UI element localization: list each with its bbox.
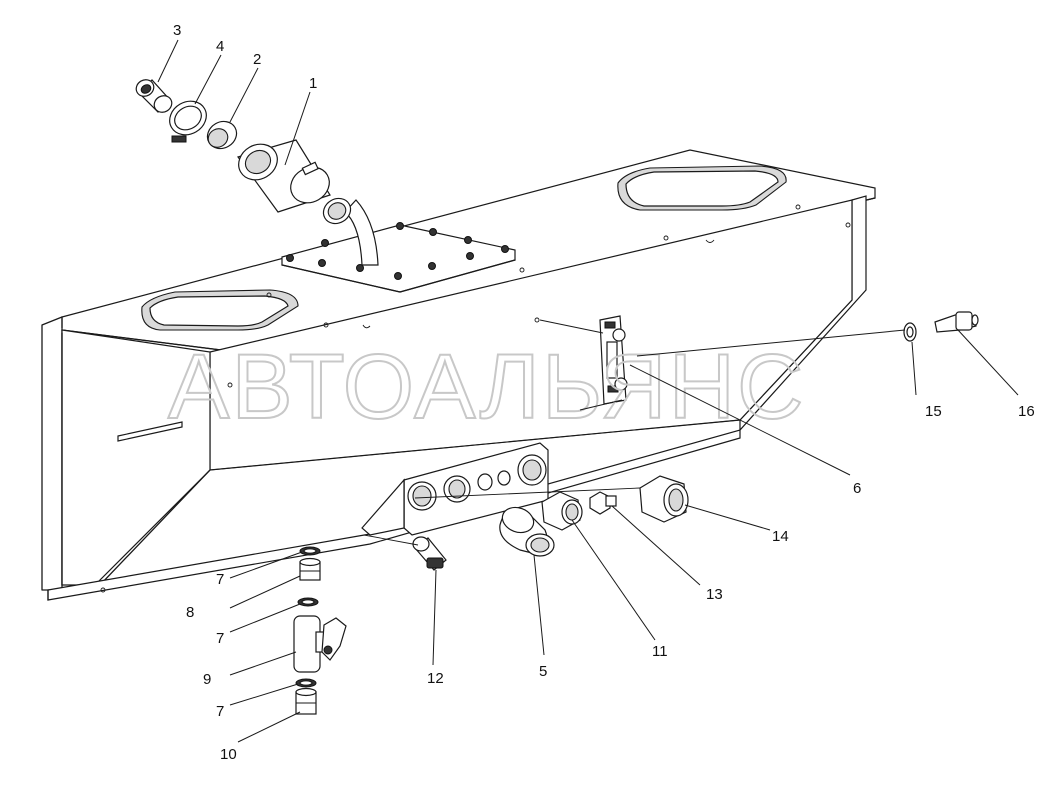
bolt-icon	[429, 228, 437, 236]
callout-6: 6	[853, 480, 861, 497]
callout-14: 14	[772, 528, 789, 545]
callout-10: 10	[220, 746, 237, 763]
drain-valve-stack	[293, 546, 347, 715]
callout-7c: 7	[216, 703, 224, 720]
bolt-icon	[466, 252, 474, 260]
callout-13: 13	[706, 586, 723, 603]
part-16-fitting	[934, 311, 979, 333]
callout-3: 3	[173, 22, 181, 39]
callout-2: 2	[253, 51, 261, 68]
bolt-icon	[286, 254, 294, 262]
bolt-icon	[464, 236, 472, 244]
bolt-icon	[396, 222, 404, 230]
part-14-plug	[639, 475, 689, 523]
callout-7b: 7	[216, 630, 224, 647]
callouts: 1 2 3 4 5 6 7 7 7 8 9 10 11 12 13 14 15 …	[173, 22, 1035, 763]
callout-8: 8	[186, 604, 194, 621]
filler-neck-pipe	[237, 139, 379, 266]
bolt-icon	[356, 264, 364, 272]
part-4-clamp	[169, 100, 207, 143]
leader-lines	[157, 39, 1019, 743]
part-3-cap	[135, 79, 173, 113]
part-5-elbow	[499, 506, 555, 557]
callout-15: 15	[925, 403, 942, 420]
callout-1: 1	[309, 75, 317, 92]
level-gauge	[599, 315, 628, 405]
bolt-icon	[318, 259, 326, 267]
bolt-icon	[501, 245, 509, 253]
callout-12: 12	[427, 670, 444, 687]
callout-7a: 7	[216, 571, 224, 588]
bolt-icon	[394, 272, 402, 280]
bolt-icon	[321, 239, 329, 247]
bolt-icon	[428, 262, 436, 270]
part-12-elbow	[412, 536, 447, 571]
part-2-sleeve	[206, 120, 238, 150]
part-15-ring	[903, 322, 917, 342]
callout-9: 9	[203, 671, 211, 688]
filler-cover-plate	[281, 222, 516, 293]
callout-5: 5	[539, 663, 547, 680]
fittings-bracket	[361, 442, 549, 536]
callout-4: 4	[216, 38, 224, 55]
watermark-text: АВТОАЛЬЯНС	[168, 336, 806, 438]
callout-16: 16	[1018, 403, 1035, 420]
part-13-union	[589, 491, 617, 515]
callout-11: 11	[652, 643, 668, 660]
